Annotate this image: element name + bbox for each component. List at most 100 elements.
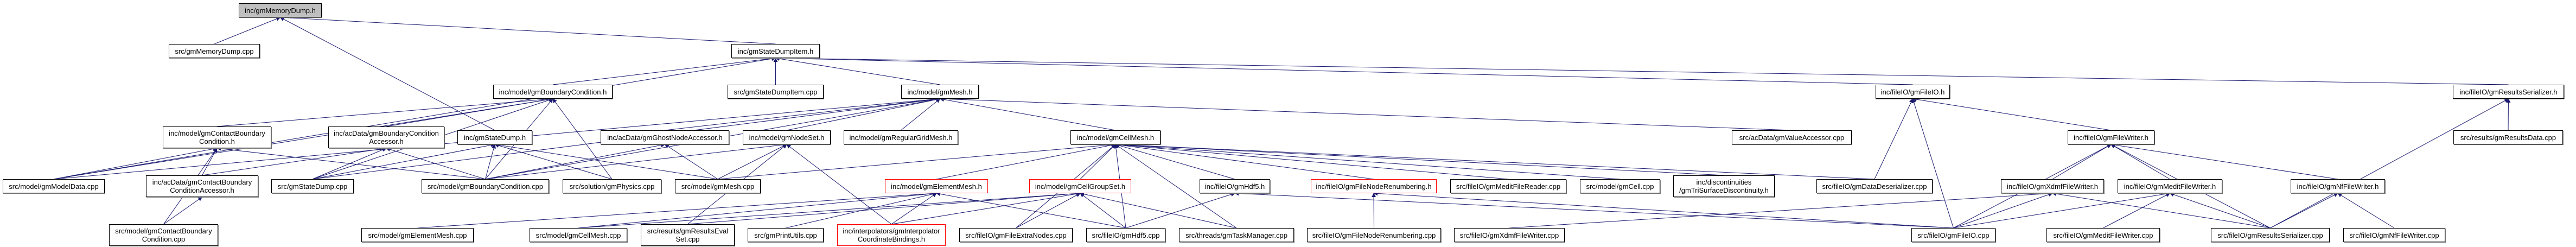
node-label: inc/model/gmCellMesh.h <box>1076 133 1155 142</box>
node-label: inc/fileIO/gmXdmfFileWriter.h <box>2006 182 2099 191</box>
node-mfr-cpp[interactable]: src/fileIO/gmMeditFileReader.cpp <box>1450 179 1566 193</box>
edge-em_cpp-to-em_h <box>417 191 937 229</box>
edge-mfw_h-to-fw_h <box>2110 144 2170 180</box>
node-md-cpp[interactable]: src/model/gmModelData.cpp <box>3 179 105 193</box>
edge-mesh_cpp-to-cm_h <box>717 142 1116 180</box>
node-label: inc/acData/gmContactBoundary <box>152 178 252 186</box>
edge-mesh_cpp-to-sd_h <box>494 143 718 180</box>
node-dd-cpp[interactable]: src/fileIO/gmDataDeserializer.cpp <box>1816 179 1933 193</box>
node-mfw-h[interactable]: inc/fileIO/gmMeditFileWriter.h <box>2118 179 2222 193</box>
node-xfw-h[interactable]: inc/fileIO/gmXdmfFileWriter.h <box>2001 179 2104 193</box>
edge-sd_h-to-memdump_h <box>279 17 495 131</box>
node-cgs-h[interactable]: inc/model/gmCellGroupSet.h <box>1029 179 1131 193</box>
node-fen-cpp[interactable]: src/fileIO/gmFileExtraNodes.cpp <box>959 228 1073 242</box>
node-memdump-h[interactable]: inc/gmMemoryDump.h <box>239 3 322 17</box>
edge-sd_cpp-to-bca_h <box>312 148 387 180</box>
node-fio-cpp[interactable]: src/fileIO/gmFileIO.cpp <box>1911 228 1995 242</box>
node-label: src/solution/gmPhysics.cpp <box>569 182 655 191</box>
node-fnr-cpp[interactable]: src/fileIO/gmFileNodeRenumbering.cpp <box>1307 228 1441 242</box>
node-xfw-cpp[interactable]: src/fileIO/gmXdmfFileWriter.cpp <box>1454 228 1565 242</box>
edge-rs_h-to-sdi_h <box>775 56 2509 85</box>
edge-cm_cpp-to-em_h <box>578 191 937 229</box>
node-hdf5-cpp[interactable]: src/fileIO/gmHdf5.cpp <box>1086 228 1165 242</box>
node-label: Condition.h <box>199 137 235 145</box>
node-rs-h[interactable]: inc/fileIO/gmResultsSerializer.h <box>2453 85 2564 99</box>
node-bc-cpp[interactable]: src/model/gmBoundaryCondition.cpp <box>422 179 549 193</box>
node-mfw-cpp[interactable]: src/fileIO/gmMeditFileWriter.cpp <box>2046 228 2160 242</box>
node-ns-h[interactable]: inc/model/gmNodeSet.h <box>743 130 831 144</box>
edge-cbca_h-to-bca_h <box>202 147 387 176</box>
edge-bc_cpp-to-cbc_h <box>216 146 486 180</box>
edge-rgm_h-to-mesh_h <box>901 98 941 131</box>
edge-nfw_h-to-fw_h <box>2110 143 2338 180</box>
node-phys-cpp[interactable]: src/solution/gmPhysics.cpp <box>563 179 661 193</box>
edge-fio_cpp-to-mfw_h <box>1953 192 2171 229</box>
node-sdi-cpp[interactable]: src/gmStateDumpItem.cpp <box>728 85 824 99</box>
node-label: src/acData/gmValueAccessor.cpp <box>1739 133 1845 142</box>
node-label: src/results/gmResultsData.cpp <box>2460 133 2556 142</box>
node-label: src/fileIO/gmHdf5.cpp <box>1092 231 1160 239</box>
edge-mesh_cpp-to-gna_h <box>664 144 718 180</box>
edge-md_cpp-to-bc_h <box>53 97 553 180</box>
edge-fen_cpp-to-cgs_h <box>1016 193 1081 229</box>
node-sd-h[interactable]: inc/gmStateDump.h <box>457 130 532 144</box>
node-rd-cpp[interactable]: src/results/gmResultsData.cpp <box>2453 130 2563 144</box>
node-mesh-cpp[interactable]: src/model/gmMesh.cpp <box>675 179 761 193</box>
node-sd-cpp[interactable]: src/gmStateDump.cpp <box>271 179 354 193</box>
node-rgm-h[interactable]: inc/model/gmRegularGridMesh.h <box>844 130 958 144</box>
node-label: src/fileIO/gmDataDeserializer.cpp <box>1822 182 1927 191</box>
node-label: Condition.cpp <box>142 235 186 243</box>
node-tsd-h[interactable]: inc/discontinuities/gmTriSurfaceDisconti… <box>1673 175 1775 197</box>
edge-cgs_h-to-cm_h <box>1080 144 1116 180</box>
edge-nfw_cpp-to-nfw_h <box>2337 193 2395 229</box>
node-em-h[interactable]: inc/model/gmElementMesh.h <box>885 179 988 193</box>
edge-hdf5_h-to-cm_h <box>1115 143 1235 180</box>
node-label: inc/fileIO/gmHdf5.h <box>1204 182 1265 191</box>
edge-tm_cpp-to-cm_h <box>1115 144 1237 229</box>
node-mesh-h[interactable]: inc/model/gmMesh.h <box>901 85 979 99</box>
edge-sdi_h-to-memdump_h <box>279 15 776 45</box>
edge-fio_cpp-to-xfw_h <box>1953 192 2053 229</box>
node-label: inc/model/gmElementMesh.h <box>891 182 982 191</box>
node-memdump-cpp[interactable]: src/gmMemoryDump.cpp <box>169 44 260 58</box>
edge-dd_cpp-to-fileio_h <box>1874 98 1914 180</box>
node-nfw-cpp[interactable]: src/fileIO/gmNfFileWriter.cpp <box>2343 228 2445 242</box>
node-tm-cpp[interactable]: src/threads/gmTaskManager.cpp <box>1179 228 1294 242</box>
node-rs-cpp[interactable]: src/fileIO/gmResultsSerializer.cpp <box>2211 228 2330 242</box>
node-label: inc/interpolators/gmInterpolator <box>843 227 940 235</box>
node-label: inc/acData/gmBoundaryCondition <box>334 129 439 137</box>
node-cm-cpp[interactable]: src/model/gmCellMesh.cpp <box>530 228 627 242</box>
edge-hdf5_cpp-to-cgs_h <box>1080 193 1126 229</box>
edge-res_cpp-to-cgs_h <box>687 191 1081 225</box>
edge-phys_cpp-to-sd_h <box>494 143 613 180</box>
node-label: src/model/gmContactBoundary <box>115 227 212 235</box>
node-label: src/fileIO/gmXdmfFileWriter.cpp <box>1459 231 1559 239</box>
node-fileio-h[interactable]: inc/fileIO/gmFileIO.h <box>1876 85 1950 99</box>
node-cell-cpp[interactable]: src/model/gmCell.cpp <box>1580 179 1660 193</box>
edge-memdump_cpp-to-memdump_h <box>214 16 281 45</box>
edge-rs_cpp-to-nfw_h <box>2270 193 2338 229</box>
node-pu-cpp[interactable]: src/gmPrintUtils.cpp <box>748 228 824 242</box>
node-cm-h[interactable]: inc/model/gmCellMesh.h <box>1070 130 1161 144</box>
node-fnr-h[interactable]: inc/fileIO/gmFileNodeRenumbering.h <box>1311 179 1437 193</box>
node-gna-h[interactable]: inc/acData/gmGhostNodeAccessor.h <box>601 130 729 144</box>
node-fw-h[interactable]: inc/fileIO/gmFileWriter.h <box>2068 130 2154 144</box>
edge-mesh_cpp-to-ns_h <box>717 144 787 180</box>
node-label: src/results/gmResultsEval <box>647 227 729 235</box>
node-hdf5-h[interactable]: inc/fileIO/gmHdf5.h <box>1200 179 1270 193</box>
node-va-cpp[interactable]: src/acData/gmValueAccessor.cpp <box>1732 130 1852 144</box>
node-em-cpp[interactable]: src/model/gmElementMesh.cpp <box>361 228 474 242</box>
edge-rs_cpp-to-xfw_h <box>2052 192 2271 229</box>
node-label: src/fileIO/gmFileIO.cpp <box>1917 231 1990 239</box>
node-label: inc/fileIO/gmMeditFileWriter.h <box>2124 182 2216 191</box>
node-nfw-h[interactable]: inc/fileIO/gmNfFileWriter.h <box>2291 179 2385 193</box>
node-sdi-h[interactable]: inc/gmStateDumpItem.h <box>731 44 820 58</box>
edge-xfw_h-to-fw_h <box>2052 144 2112 180</box>
node-bc-h[interactable]: inc/model/gmBoundaryCondition.h <box>493 85 613 99</box>
